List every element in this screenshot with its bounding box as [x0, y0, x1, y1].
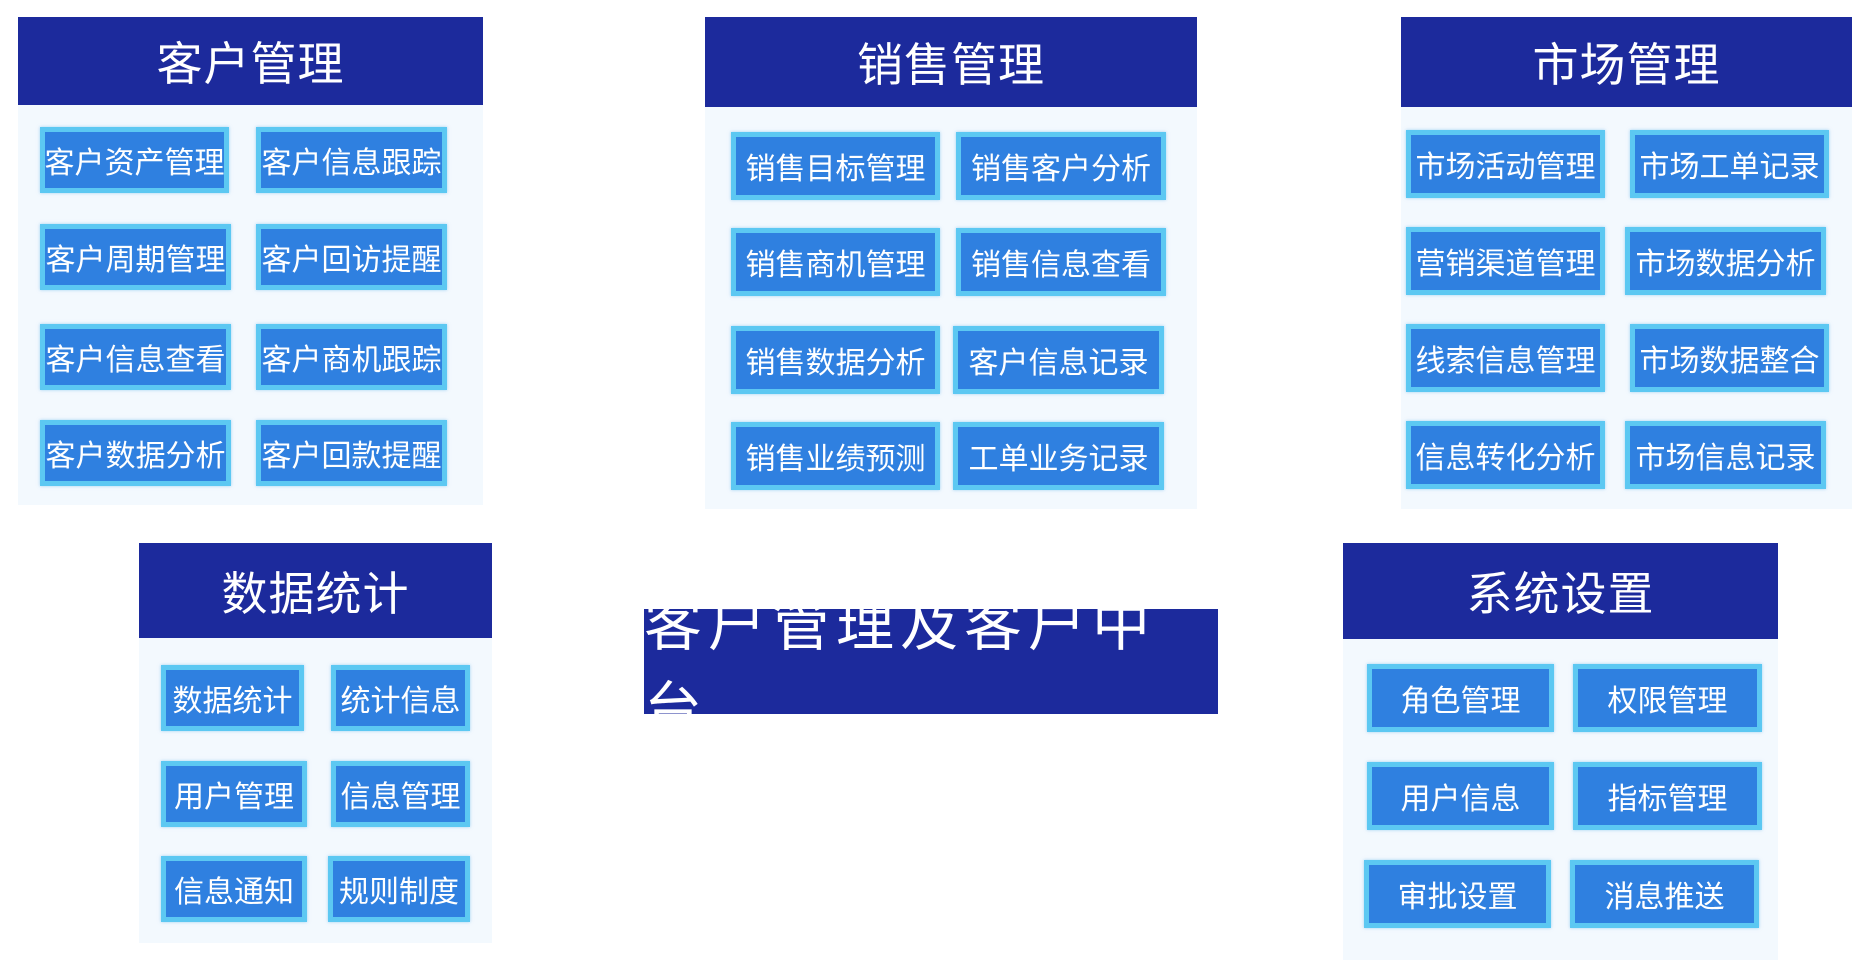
- module-item[interactable]: 信息转化分析: [1406, 421, 1605, 489]
- module-item[interactable]: 客户资产管理: [40, 127, 229, 193]
- module-item[interactable]: 角色管理: [1367, 664, 1554, 732]
- panel-title: 客户管理: [18, 17, 483, 105]
- module-item[interactable]: 销售业绩预测: [731, 422, 940, 490]
- module-item[interactable]: 线索信息管理: [1406, 324, 1605, 392]
- module-item[interactable]: 销售商机管理: [731, 228, 940, 296]
- module-item[interactable]: 数据统计: [161, 665, 304, 731]
- module-item[interactable]: 工单业务记录: [953, 422, 1164, 490]
- module-item[interactable]: 客户信息跟踪: [256, 127, 447, 193]
- module-item[interactable]: 营销渠道管理: [1406, 227, 1605, 295]
- module-item[interactable]: 客户回访提醒: [256, 224, 447, 290]
- module-item[interactable]: 客户商机跟踪: [256, 324, 447, 390]
- module-item[interactable]: 销售信息查看: [956, 228, 1166, 296]
- module-item[interactable]: 销售客户分析: [956, 132, 1166, 200]
- module-item[interactable]: 市场工单记录: [1630, 130, 1829, 198]
- module-item[interactable]: 信息管理: [331, 761, 470, 827]
- module-item[interactable]: 市场信息记录: [1625, 421, 1826, 489]
- panel-title: 系统设置: [1343, 543, 1778, 639]
- panel-title: 数据统计: [139, 543, 492, 638]
- module-item[interactable]: 用户管理: [161, 761, 307, 827]
- panel-market-management: 市场管理 市场活动管理 市场工单记录 营销渠道管理 市场数据分析 线索信息管理 …: [1401, 17, 1852, 509]
- module-item[interactable]: 客户数据分析: [40, 420, 231, 486]
- module-item[interactable]: 市场数据整合: [1630, 324, 1829, 392]
- center-title: 客户管理及客户中台: [644, 591, 1218, 743]
- module-item[interactable]: 规则制度: [328, 856, 470, 922]
- panel-title: 市场管理: [1401, 17, 1852, 107]
- module-item[interactable]: 销售目标管理: [731, 132, 940, 200]
- module-item[interactable]: 销售数据分析: [731, 326, 940, 394]
- module-item[interactable]: 市场数据分析: [1625, 227, 1826, 295]
- module-item[interactable]: 用户信息: [1367, 762, 1554, 830]
- module-item[interactable]: 消息推送: [1570, 860, 1759, 928]
- module-item[interactable]: 客户周期管理: [40, 224, 231, 290]
- module-item[interactable]: 权限管理: [1573, 664, 1762, 732]
- panel-sales-management: 销售管理 销售目标管理 销售客户分析 销售商机管理 销售信息查看 销售数据分析 …: [705, 17, 1197, 509]
- panel-title: 销售管理: [705, 17, 1197, 107]
- module-item[interactable]: 市场活动管理: [1406, 130, 1605, 198]
- panel-system-settings: 系统设置 角色管理 权限管理 用户信息 指标管理 审批设置 消息推送: [1343, 543, 1778, 960]
- module-item[interactable]: 客户信息记录: [953, 326, 1164, 394]
- module-item[interactable]: 客户回款提醒: [256, 420, 447, 486]
- panel-customer-management: 客户管理 客户资产管理 客户信息跟踪 客户周期管理 客户回访提醒 客户信息查看 …: [18, 17, 483, 505]
- module-item[interactable]: 指标管理: [1573, 762, 1762, 830]
- module-item[interactable]: 审批设置: [1364, 860, 1551, 928]
- panel-data-statistics: 数据统计 数据统计 统计信息 用户管理 信息管理 信息通知 规则制度: [139, 543, 492, 943]
- module-item[interactable]: 信息通知: [161, 856, 307, 922]
- module-item[interactable]: 客户信息查看: [40, 324, 231, 390]
- module-item[interactable]: 统计信息: [331, 665, 470, 731]
